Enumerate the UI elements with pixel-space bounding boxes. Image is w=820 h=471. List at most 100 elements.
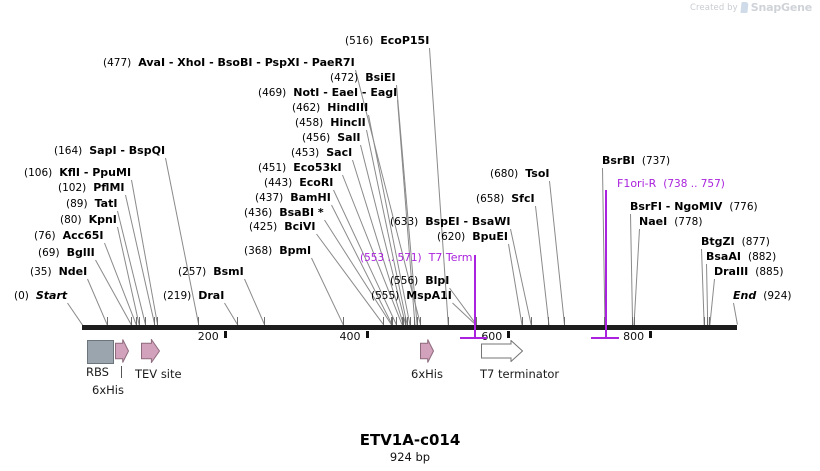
enzyme-position: (737) [641,155,671,167]
enzyme-position: (368) [244,245,273,257]
cut-site-tick [531,317,532,325]
annotation-position: (553 .. 571) [360,252,422,264]
feature-label: 6xHis [411,367,443,381]
cut-site-tick [157,317,158,325]
label-leader-line [709,278,715,326]
sequence-ruler-bar [82,325,737,330]
cut-site-tick [564,317,565,325]
cut-site-tick [476,317,477,325]
enzyme-name: XhoI [177,56,206,69]
label-leader-line [311,257,344,326]
enzyme-position: (469) [258,87,287,99]
cut-site-tick [136,317,137,325]
enzyme-position: (443) [264,177,293,189]
annotation-label: F1ori-R (738 .. 757) [617,178,725,191]
enzyme-name-list: PflMI [93,181,124,194]
cut-site-tick [632,317,633,325]
enzyme-position: (456) [302,132,331,144]
enzyme-position: (76) [34,230,56,242]
enzyme-position: (877) [741,236,770,248]
enzyme-label: NaeI (778) [639,215,702,229]
cut-site-tick [237,317,238,325]
enzyme-position: (462) [292,102,321,114]
enzyme-name: EcoRI [299,176,334,189]
enzyme-position: (477) [103,57,132,69]
enzyme-name: Eco53kI [293,161,342,174]
enzyme-name-separator: - [80,166,93,179]
enzyme-name: KflI [59,166,81,179]
enzyme-name: BglII [66,246,95,259]
enzyme-label: (443) EcoRI [264,176,334,190]
ruler-tick-label: 400 [339,330,361,343]
cut-site-tick [475,317,476,325]
feature-arrow-icon[interactable] [141,339,160,363]
enzyme-name-list: NaeI [639,215,667,228]
enzyme-name: SfcI [511,192,535,205]
enzyme-name-list: BtgZI [701,235,735,248]
ruler-tick-label: 600 [481,330,503,343]
annotation-name: T7 Term [429,251,473,264]
cut-site-tick [420,317,421,325]
enzyme-label: (35) NdeI [30,266,87,279]
label-leader-line [452,302,477,326]
feature-arrow-icon[interactable] [420,339,434,363]
enzyme-name-list: Start [36,289,67,302]
feature-arrow-icon[interactable] [481,340,523,362]
enzyme-name-separator: - [319,86,332,99]
cut-site-tick [391,317,392,325]
enzyme-position: (680) [490,168,519,180]
enzyme-name-list: KpnI [89,213,117,226]
cut-site-tick [154,317,155,325]
feature-arrow-icon[interactable] [115,339,129,363]
enzyme-name: BspQI [128,144,166,157]
enzyme-name-list: HindIII [327,101,368,114]
enzyme-name: Acc65I [62,229,104,242]
enzyme-label: (458) HincII [295,116,366,130]
enzyme-name: Start [35,289,68,302]
label-leader-line [706,263,709,325]
enzyme-name-list: BglII [67,246,95,259]
enzyme-label: (620) BpuEI [437,231,508,244]
feature-label: RBS [86,365,109,379]
feature-label: 6xHis [92,383,124,397]
cut-site-tick [414,317,415,325]
cut-site-tick [407,317,408,325]
enzyme-name: HincII [330,116,366,129]
enzyme-label: (462) HindIII [292,101,368,115]
enzyme-position: (102) [58,182,87,194]
enzyme-name-list: MspA1I [406,289,452,302]
cut-site-tick [402,317,403,325]
enzyme-name: EcoP15I [380,34,430,47]
enzyme-position: (106) [24,167,53,179]
feature-label: TEV site [135,367,182,381]
enzyme-name-list: BciVI [284,220,315,233]
enzyme-name-separator: - [165,56,178,69]
enzyme-position: (80) [60,214,82,226]
label-leader-line [630,213,634,326]
enzyme-label: BsaAI (882) [706,251,776,264]
enzyme-name: NotI [293,86,320,99]
enzyme-label: (436) BsaBI * [244,207,324,220]
feature-box[interactable] [87,340,114,364]
enzyme-label: (633) BspEI - BsaWI [390,216,510,229]
enzyme-name-list: KflI - PpuMI [59,166,131,179]
enzyme-label: (556) BlpI [390,275,449,288]
enzyme-name-list: NotI - EaeI - EagI [293,86,397,99]
enzyme-label: (451) Eco53kI [258,161,342,175]
cut-site-tick [392,317,393,325]
cut-site-tick [403,317,404,325]
cut-site-tick [343,317,344,325]
enzyme-position: (472) [330,72,359,84]
ruler-tick-label: 800 [623,330,645,343]
enzyme-label: (164) SapI - BspQI [54,144,166,158]
enzyme-name-separator: - [252,56,265,69]
enzyme-name-list: SacI [326,146,352,159]
enzyme-name: BsmI [213,265,244,278]
enzyme-position: (458) [295,117,324,129]
enzyme-label: (106) KflI - PpuMI [24,166,131,180]
enzyme-label: (516) EcoP15I [345,34,430,48]
enzyme-name-separator: - [661,200,675,213]
enzyme-name: TsoI [525,167,550,180]
enzyme-label: (69) BglII [38,246,95,260]
enzyme-name-list: BamHI [290,191,331,204]
